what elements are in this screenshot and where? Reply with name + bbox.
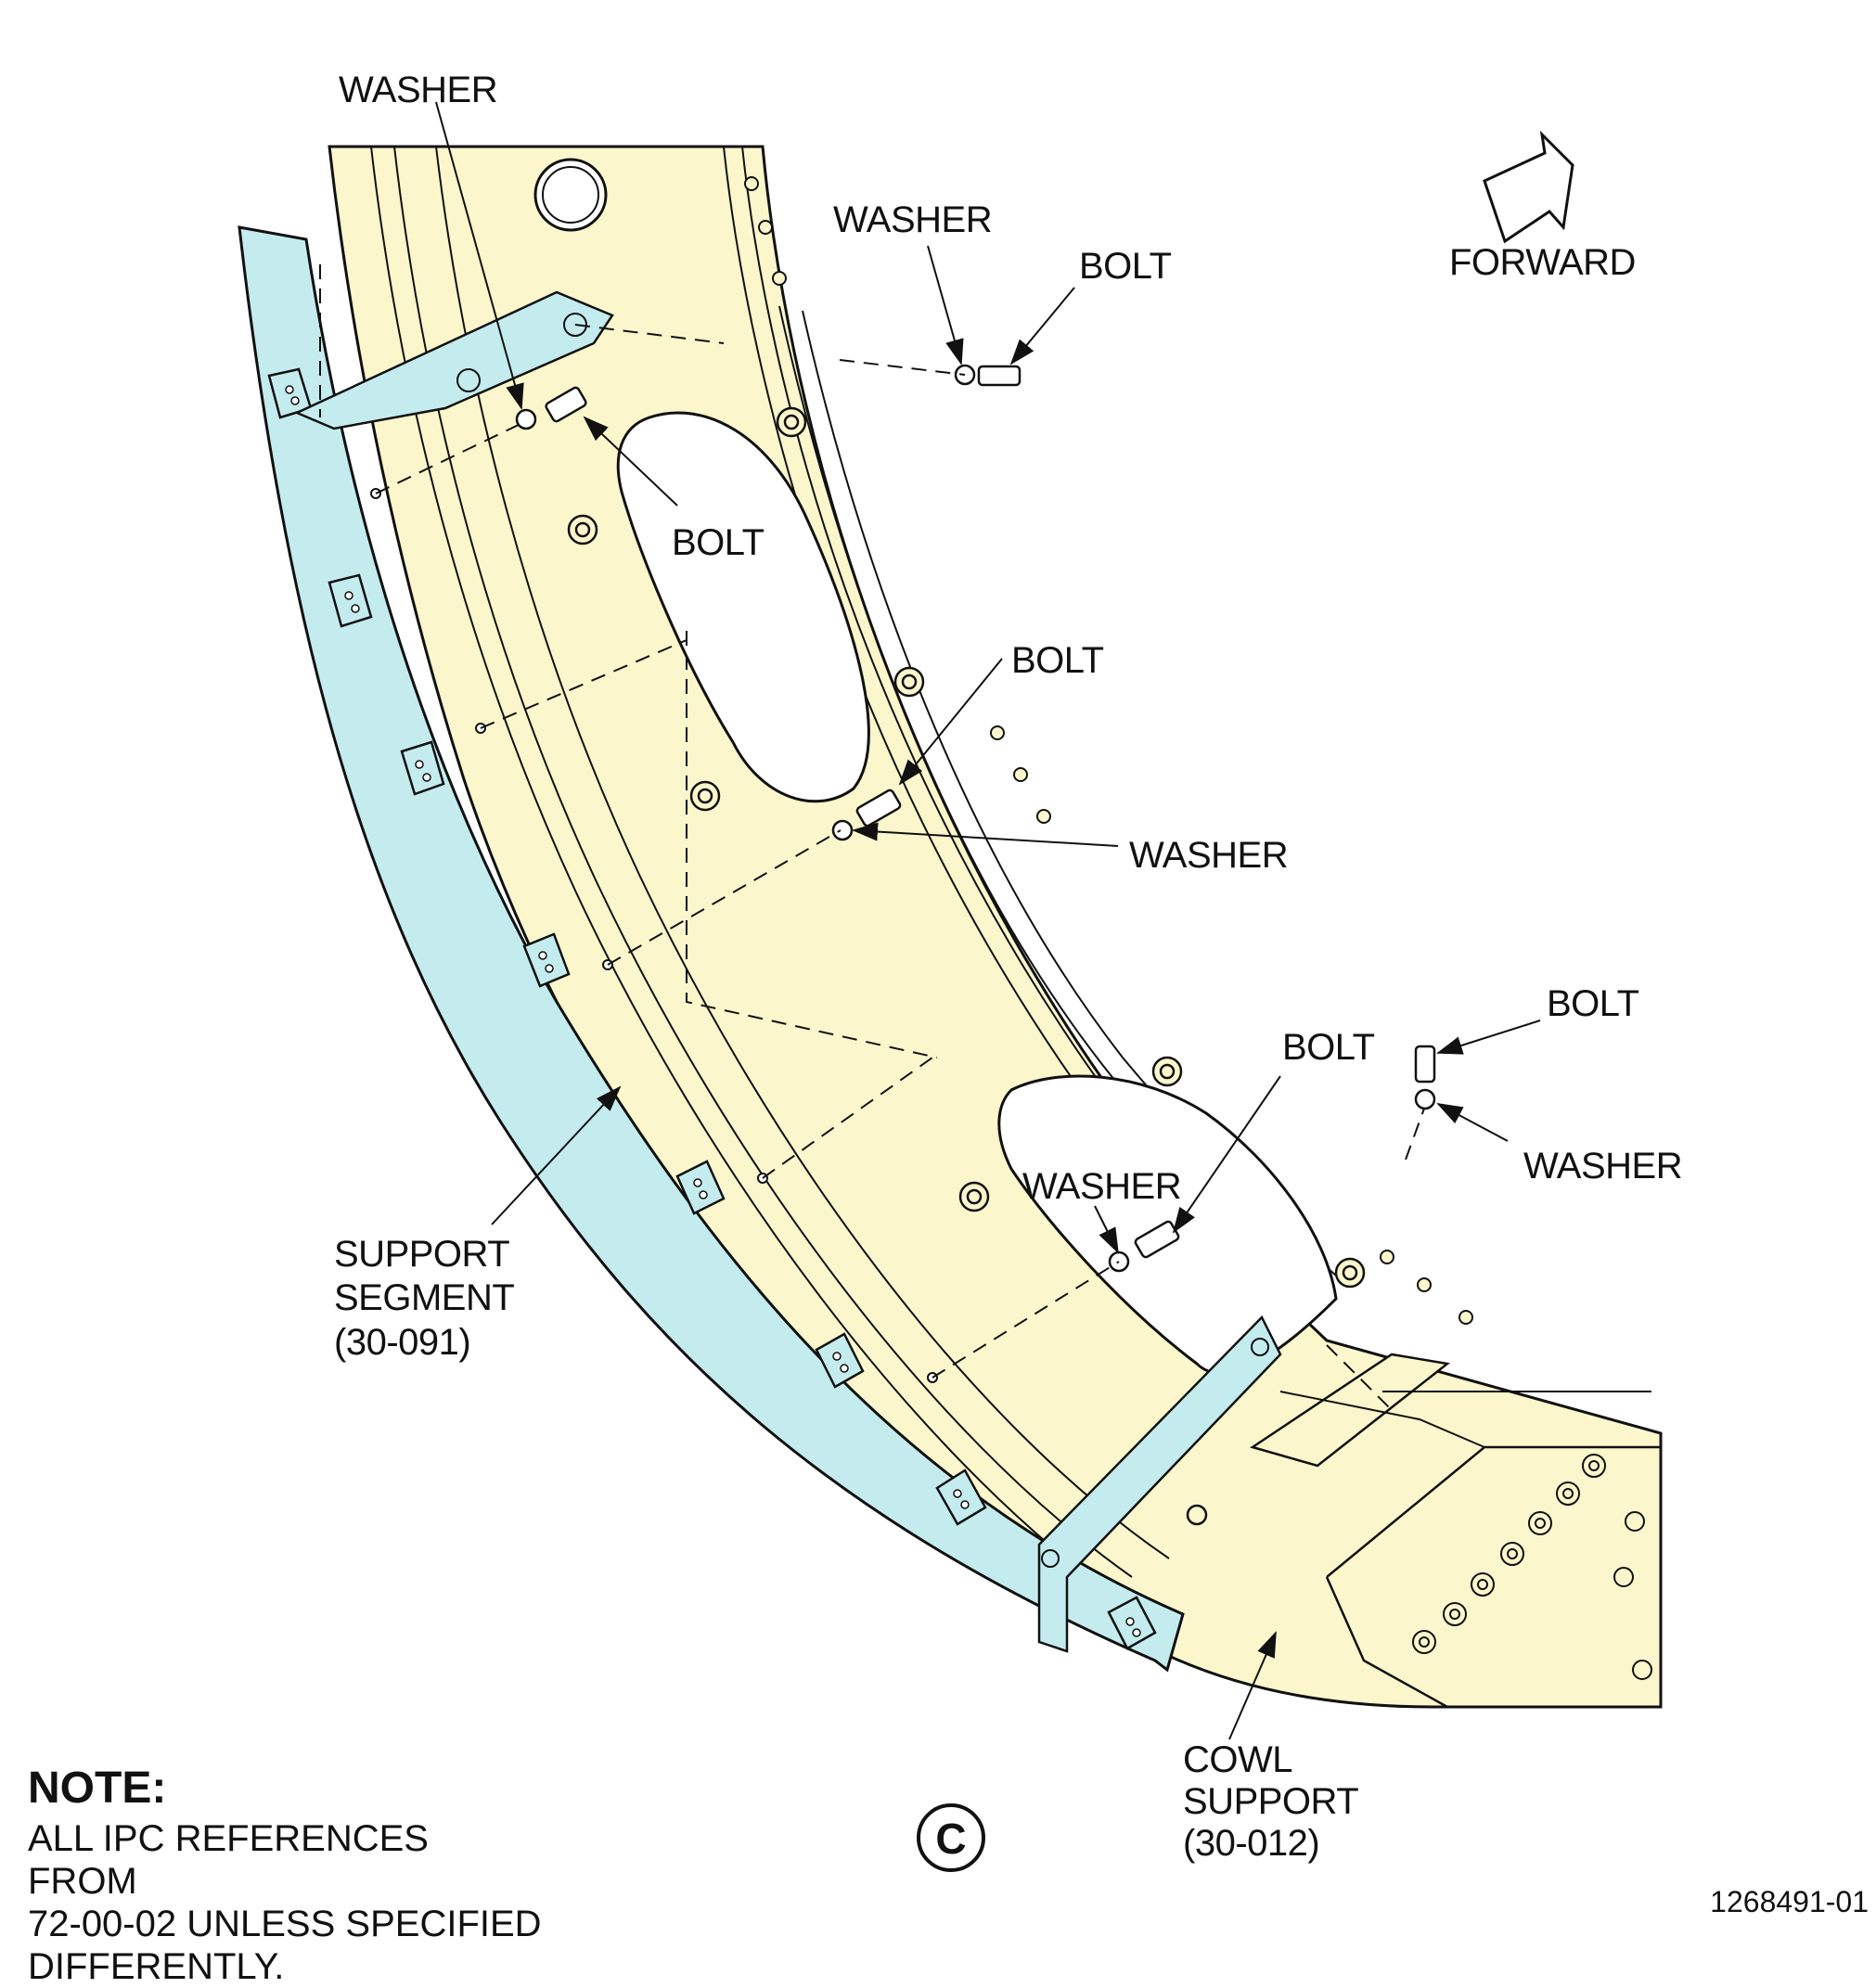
bolt-far-right	[1414, 1045, 1436, 1084]
bolt-top	[545, 386, 587, 423]
label-support-segment: SUPPORT SEGMENT (30-091)	[334, 1234, 515, 1363]
label-washer-top: WASHER	[339, 70, 497, 110]
washer-top	[515, 408, 537, 430]
view-c-marker: C	[917, 1803, 985, 1872]
view-letter: C	[935, 1815, 966, 1863]
forward-arrow-icon	[1483, 130, 1574, 244]
bracket-upper	[293, 290, 614, 430]
bolt-mid	[855, 789, 902, 827]
washer-far-right	[1414, 1088, 1436, 1110]
fasteners	[515, 364, 1436, 1273]
label-washer-far-right: WASHER	[1523, 1146, 1682, 1186]
label-cowl-support-line1: COWL	[1183, 1739, 1292, 1780]
label-cowl-support: COWL SUPPORT (30-012)	[1183, 1739, 1359, 1864]
bracket-lower	[1037, 1315, 1282, 1653]
exploded-view-diagram: WASHER WASHER BOLT FORWARD BOLT BOLT WAS…	[238, 70, 1683, 1872]
label-washer-lower: WASHER	[1022, 1166, 1181, 1207]
cowl-support-part	[328, 145, 1663, 1709]
note-line: 72-00-02 UNLESS SPECIFIED	[28, 1904, 542, 1944]
note-line: DIFFERENTLY.	[28, 1946, 285, 1987]
label-support-segment-line2: SEGMENT	[334, 1277, 514, 1318]
label-cowl-support-line2: SUPPORT	[1183, 1781, 1358, 1822]
label-support-segment-line3: (30-091)	[334, 1322, 470, 1363]
label-cowl-support-line3: (30-012)	[1183, 1823, 1319, 1864]
oval-cutout-upper	[616, 411, 870, 803]
label-washer-mid: WASHER	[1129, 835, 1288, 876]
support-segment-body	[238, 225, 1185, 1673]
support-segment-part	[238, 225, 1185, 1673]
bolt-upper-right	[977, 365, 1022, 387]
note-block: NOTE: ALL IPC REFERENCES FROM 72-00-02 U…	[28, 1765, 547, 1988]
note-line: ALL IPC REFERENCES FROM	[28, 1818, 429, 1902]
assembly-lines	[319, 264, 1425, 1411]
label-support-segment-line1: SUPPORT	[334, 1234, 509, 1275]
label-bolt-upper-center: BOLT	[672, 522, 765, 563]
figure-id: 1268491-01	[1710, 1885, 1869, 1918]
note-title: NOTE:	[28, 1764, 167, 1813]
label-bolt-upper-right: BOLT	[1079, 246, 1172, 287]
label-bolt-mid: BOLT	[1011, 640, 1104, 681]
label-bolt-far-right: BOLT	[1547, 983, 1639, 1024]
label-bolt-lower: BOLT	[1282, 1027, 1375, 1068]
washer-mid	[831, 819, 854, 841]
label-forward: FORWARD	[1449, 242, 1636, 283]
leader-lines	[435, 101, 1541, 1740]
label-washer-upper-right: WASHER	[833, 199, 992, 240]
